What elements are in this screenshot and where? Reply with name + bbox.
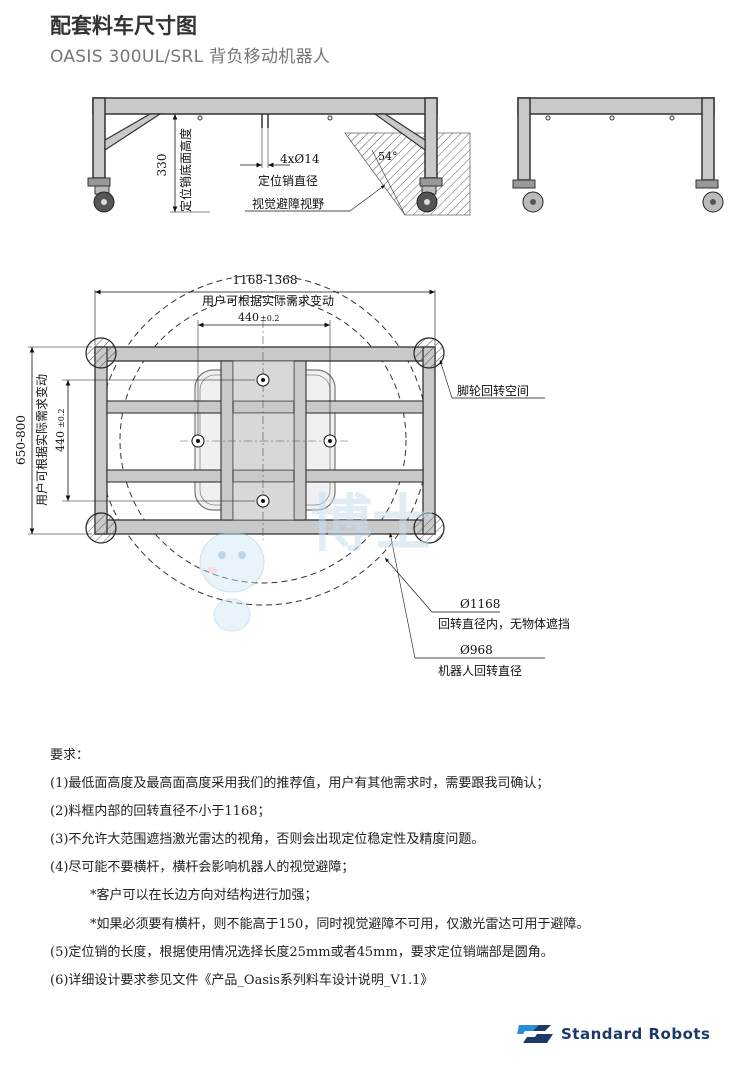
height-label: 定位销底面高度 (178, 128, 193, 212)
width-note: 用户可根据实际需求变动 (202, 293, 334, 308)
left-brace (104, 113, 163, 152)
width-range: 1168-1368 (232, 273, 297, 287)
height-value: 330 (155, 154, 169, 177)
inner-rotation-circle (119, 296, 407, 584)
brand-name: Standard Robots (561, 1025, 711, 1043)
requirement-4a: *客户可以在长边方向对结构进行加强； (90, 888, 318, 903)
pin-span-y-tol: ±0.2 (57, 409, 66, 428)
end-view (512, 97, 724, 213)
requirement-2: (2)料框内部的回转直径不小于1168； (50, 804, 271, 819)
requirement-6: (6)详细设计要求参见文件《产品_Oasis系列料车设计说明_V1.1》 (50, 973, 434, 988)
pin-bottom (256, 494, 270, 508)
mascot-watermark (199, 531, 265, 632)
requirement-5: (5)定位销的长度，根据使用情况选择长度25mm或者45mm，要求定位销端部是圆… (50, 945, 554, 960)
caster-bottom-right (413, 512, 445, 544)
pin-right (323, 434, 337, 448)
caster-top-left (85, 337, 117, 369)
dia-outer: Ø1168 (460, 597, 500, 611)
pin-span-x: 440 (238, 311, 259, 324)
pin-top (256, 373, 270, 387)
right-brace (373, 113, 426, 152)
requirement-4b: *如果必须要有横杆，则不能高于150，同时视觉避障不可用，仅激光雷达可用于避障。 (90, 917, 590, 932)
cross-member-2 (106, 469, 424, 483)
length-note: 用户可根据实际需求变动 (34, 374, 49, 506)
pin-label: 定位销直径 (258, 173, 318, 188)
angle-label: 54° (378, 150, 398, 163)
page-subtitle: OASIS 300UL/SRL 背负移动机器人 (50, 47, 331, 67)
left-caster (87, 177, 115, 213)
requirement-3: (3)不允许大范围遮挡激光雷达的视角，否则会出现定位稳定性及精度问题。 (50, 832, 485, 847)
standard-robots-logo-icon (517, 1025, 553, 1043)
top-beam (92, 97, 438, 115)
top-view: 1168-1368 用户可根据实际需求变动 440 ±0.2 650-800 用… (14, 273, 570, 678)
pin-span-x-tol: ±0.2 (260, 314, 279, 323)
pin-left (191, 434, 205, 448)
requirement-4: (4)尽可能不要横杆，横杆会影响机器人的视觉避障； (50, 860, 355, 875)
caster-bottom-left (85, 512, 117, 544)
length-range: 650-800 (14, 415, 28, 465)
left-leg (92, 97, 106, 179)
dia-inner-label: 机器人回转直径 (438, 663, 522, 678)
cart-drawing: 330 定位销底面高度 4xØ14 定位销直径 54° 视觉避障视野 (14, 97, 724, 678)
frame-top-rail (94, 346, 436, 362)
caster-top-right (413, 337, 445, 369)
frame-left-rail (94, 346, 108, 535)
right-caster (416, 177, 443, 213)
long-member-1 (220, 360, 234, 521)
long-member-2 (293, 360, 307, 521)
cross-member-1 (106, 400, 424, 414)
vision-hatch (344, 132, 471, 216)
brand-logo: Standard Robots (515, 1022, 711, 1046)
dia-inner: Ø968 (460, 643, 493, 657)
caster-label: 脚轮回转空间 (457, 383, 529, 398)
pin-spec: 4xØ14 (280, 152, 320, 166)
pin-span-y: 440 (54, 431, 67, 452)
requirements-heading: 要求： (50, 748, 90, 763)
right-leg (424, 97, 438, 179)
watermark-text: 博士 (310, 487, 434, 560)
side-view: 330 定位销底面高度 4xØ14 定位销直径 54° 视觉避障视野 (87, 97, 471, 216)
vision-label: 视觉避障视野 (252, 196, 324, 211)
page-title: 配套料车尺寸图 (50, 14, 197, 38)
requirement-1: (1)最低面高度及最高面高度采用我们的推荐值，用户有其他需求时，需要跟我司确认； (50, 776, 550, 791)
dia-outer-label: 回转直径内，无物体遮挡 (438, 616, 570, 631)
